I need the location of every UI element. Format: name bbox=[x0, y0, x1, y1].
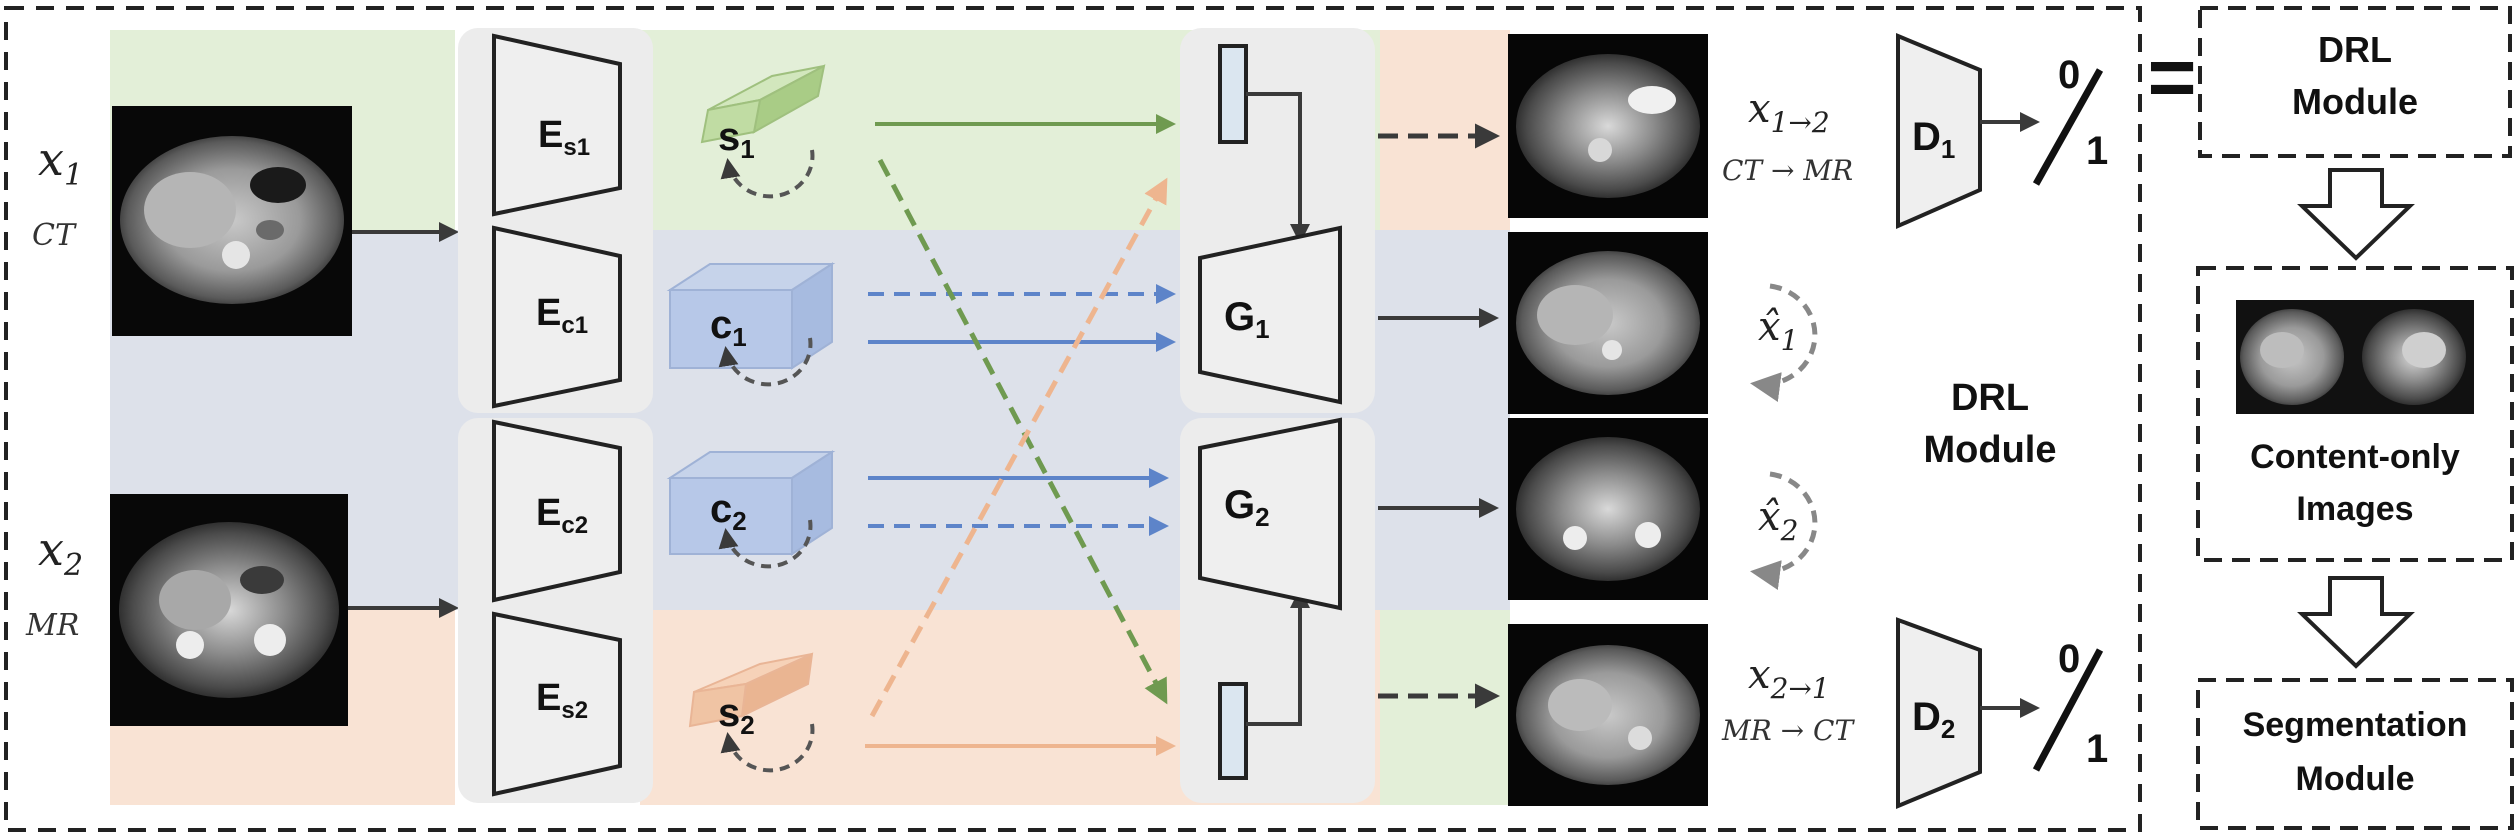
svg-text:DRL: DRL bbox=[2318, 29, 2392, 70]
encoder-ec2: Ec2 bbox=[492, 419, 622, 603]
equals-sign: = bbox=[2147, 30, 2196, 124]
svg-text:s1: s1 bbox=[718, 115, 755, 164]
encoder-es1: Es1 bbox=[492, 33, 622, 217]
pipeline-drl-box: DRL Module bbox=[2198, 6, 2512, 158]
d1-divider bbox=[2032, 68, 2104, 186]
x1-modality: CT bbox=[32, 218, 77, 253]
d1-out-zero: 0 bbox=[2058, 53, 2080, 97]
svg-text:D1: D1 bbox=[1912, 115, 1955, 164]
param-to-g2-arrow bbox=[1246, 588, 1310, 726]
xhat1-cycle-arrow bbox=[1750, 283, 1818, 402]
x12-symbol: x1→2 bbox=[1748, 86, 1830, 139]
d2-out-one: 1 bbox=[2086, 727, 2108, 771]
s1-cycle-arrow bbox=[720, 149, 815, 199]
svg-text:Module: Module bbox=[2296, 760, 2415, 798]
svg-text:Images: Images bbox=[2296, 490, 2413, 528]
svg-text:D2: D2 bbox=[1912, 695, 1955, 744]
c2-cycle-arrow bbox=[718, 519, 813, 569]
output-scan-x1-recon bbox=[1508, 232, 1708, 414]
svg-text:Es2: Es2 bbox=[536, 677, 588, 724]
xhat2-cycle-arrow bbox=[1750, 471, 1818, 590]
generator-g1: G1 bbox=[1198, 225, 1342, 405]
orange-band-top-right bbox=[1380, 30, 1510, 230]
d2-out-zero: 0 bbox=[2058, 637, 2080, 681]
discriminator-d1: D1 bbox=[1896, 33, 1982, 230]
pipeline-content-box: Content-only Images bbox=[2196, 266, 2514, 562]
generator-g2: G2 bbox=[1198, 417, 1342, 611]
drl-module-label-line1: DRL bbox=[1951, 377, 2029, 419]
xhat1-symbol: x̂1 bbox=[1758, 304, 1798, 357]
drl-module-label-line2: Module bbox=[1924, 429, 2057, 471]
s2-cycle-arrow bbox=[720, 723, 815, 773]
svg-text:Ec1: Ec1 bbox=[536, 292, 588, 339]
svg-text:G1: G1 bbox=[1224, 295, 1270, 344]
x2-modality: MR bbox=[25, 608, 79, 643]
x12-caption: CT → MR bbox=[1722, 154, 1853, 187]
pipeline-segmentation-box: Segmentation Module bbox=[2196, 678, 2514, 830]
drl-module-dashed-frame bbox=[4, 6, 2142, 832]
style-code-s2: s2 bbox=[688, 652, 814, 740]
discriminator-d2: D2 bbox=[1896, 617, 1982, 809]
c1-cycle-arrow bbox=[718, 337, 813, 387]
x1-symbol: x1 bbox=[38, 132, 83, 193]
input-scan-x2-mr bbox=[110, 494, 348, 726]
svg-text:G2: G2 bbox=[1224, 483, 1270, 532]
param-to-g1-arrow bbox=[1246, 92, 1310, 244]
output-scan-x2-to-1 bbox=[1508, 624, 1708, 806]
encoder-ec1: Ec1 bbox=[492, 225, 622, 409]
svg-text:Es1: Es1 bbox=[538, 114, 590, 161]
green-band-bottom-right bbox=[1380, 610, 1510, 805]
adain-param-block-bottom bbox=[1218, 682, 1248, 780]
svg-text:Module: Module bbox=[2292, 81, 2418, 122]
output-scan-x2-recon bbox=[1508, 418, 1708, 600]
style-code-s1: s1 bbox=[700, 64, 826, 164]
svg-text:Segmentation: Segmentation bbox=[2243, 706, 2468, 744]
svg-text:c1: c1 bbox=[710, 303, 747, 352]
content-code-c1: c1 bbox=[666, 262, 836, 370]
d2-divider bbox=[2032, 648, 2104, 772]
adain-param-block-top bbox=[1218, 44, 1248, 144]
x21-symbol: x2→1 bbox=[1748, 652, 1830, 705]
content-only-thumbnails bbox=[2236, 300, 2474, 414]
xhat2-symbol: x̂2 bbox=[1758, 494, 1798, 547]
pipeline-down-arrow-2 bbox=[2297, 576, 2415, 669]
svg-text:Ec2: Ec2 bbox=[536, 492, 588, 539]
output-scan-x1-to-2 bbox=[1508, 34, 1708, 218]
x2-symbol: x2 bbox=[38, 522, 83, 583]
input-scan-x1-ct bbox=[112, 106, 352, 336]
svg-text:s2: s2 bbox=[718, 691, 755, 740]
svg-text:Content-only: Content-only bbox=[2250, 438, 2460, 476]
pipeline-down-arrow-1 bbox=[2297, 168, 2415, 261]
d1-out-one: 1 bbox=[2086, 129, 2108, 173]
s1-cross-arrow bbox=[877, 158, 1168, 705]
encoder-es2: Es2 bbox=[492, 611, 622, 797]
x21-caption: MR → CT bbox=[1721, 714, 1855, 747]
s2-cross-arrow bbox=[869, 177, 1168, 718]
